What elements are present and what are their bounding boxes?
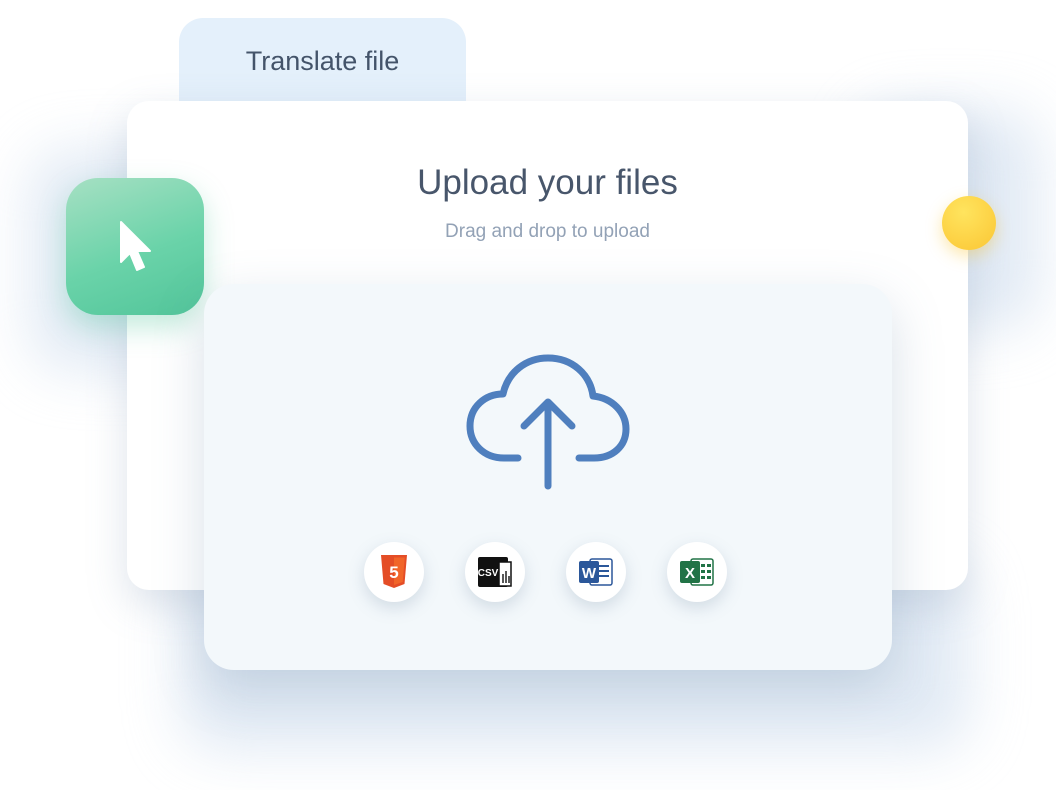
decorative-dot bbox=[942, 196, 996, 250]
tab-label: Translate file bbox=[245, 46, 400, 76]
csv-icon: CSV bbox=[478, 557, 512, 587]
drop-zone[interactable]: 5 CSV W X bbox=[204, 284, 892, 670]
cursor-tile bbox=[66, 178, 204, 315]
cursor-icon bbox=[120, 220, 151, 271]
svg-text:CSV: CSV bbox=[478, 568, 499, 579]
word-icon: W bbox=[579, 558, 613, 586]
upload-subtitle: Drag and drop to upload bbox=[445, 221, 650, 242]
format-csv: CSV bbox=[465, 542, 525, 602]
svg-text:5: 5 bbox=[389, 563, 398, 582]
svg-text:W: W bbox=[582, 565, 597, 582]
cloud-upload-icon bbox=[466, 354, 630, 490]
html5-icon: 5 bbox=[381, 555, 407, 588]
upload-title: Upload your files bbox=[417, 163, 678, 202]
excel-icon: X bbox=[680, 558, 714, 586]
format-html: 5 bbox=[364, 542, 424, 602]
svg-text:X: X bbox=[685, 565, 695, 582]
format-excel: X bbox=[667, 542, 727, 602]
format-word: W bbox=[566, 542, 626, 602]
